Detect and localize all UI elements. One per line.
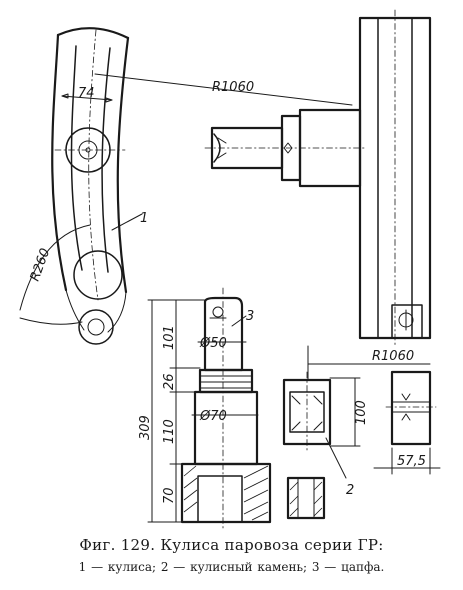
caption-legend: 1 — кулиса; 2 — кулисный камень; 3 — цап… — [78, 560, 385, 574]
radius-label-top: R1060 — [212, 80, 254, 95]
link-side-view — [358, 9, 432, 346]
dim-100-label: 100 — [354, 400, 369, 425]
dim-r260-label: R260 — [28, 246, 54, 283]
dim-101-label: 101 — [162, 325, 177, 350]
dim-r260: R260 — [19, 224, 91, 325]
dim-110-label: 110 — [162, 419, 177, 444]
dim-70-label: 70 — [162, 487, 177, 504]
dim-74: 74 — [61, 86, 113, 103]
link-block — [282, 371, 332, 520]
part-1-callout: 1 — [111, 211, 148, 231]
part-2-callout: 2 — [325, 437, 354, 498]
dim-26-label: 26 — [162, 373, 177, 390]
trunnion-part — [180, 287, 272, 529]
part-3-label: 3 — [246, 309, 254, 324]
trunnion-shaft — [204, 108, 366, 188]
radius-leader-mid: R1060 — [307, 345, 431, 381]
dim-74-label: 74 — [78, 86, 95, 101]
figure-caption: Фиг. 129. Кулиса паровоза серии ГР: 1 — … — [0, 536, 463, 574]
part-2-label: 2 — [346, 483, 354, 498]
caption-title: Фиг. 129. Кулиса паровоза серии ГР: — [79, 536, 384, 554]
link-body — [51, 27, 130, 345]
diam-50-label: Ø50 — [199, 336, 227, 351]
radius-label-mid: R1060 — [372, 349, 414, 364]
dim-309-label: 309 — [138, 415, 153, 440]
dim-chain-trunnion: 101 26 110 70 309 — [138, 299, 206, 523]
dim-57-5: 57,5 — [373, 447, 441, 475]
part-3-callout: 3 — [231, 309, 254, 327]
link-block-side — [385, 370, 437, 446]
diam-70-label: Ø70 — [199, 409, 227, 424]
radius-leader-top: R1060 — [94, 73, 353, 106]
part-1-label: 1 — [140, 211, 148, 226]
technical-drawing: R1060 74 R260 1 — [19, 9, 441, 529]
dim-100: 100 — [329, 377, 369, 447]
dim-57-5-label: 57,5 — [397, 454, 426, 469]
